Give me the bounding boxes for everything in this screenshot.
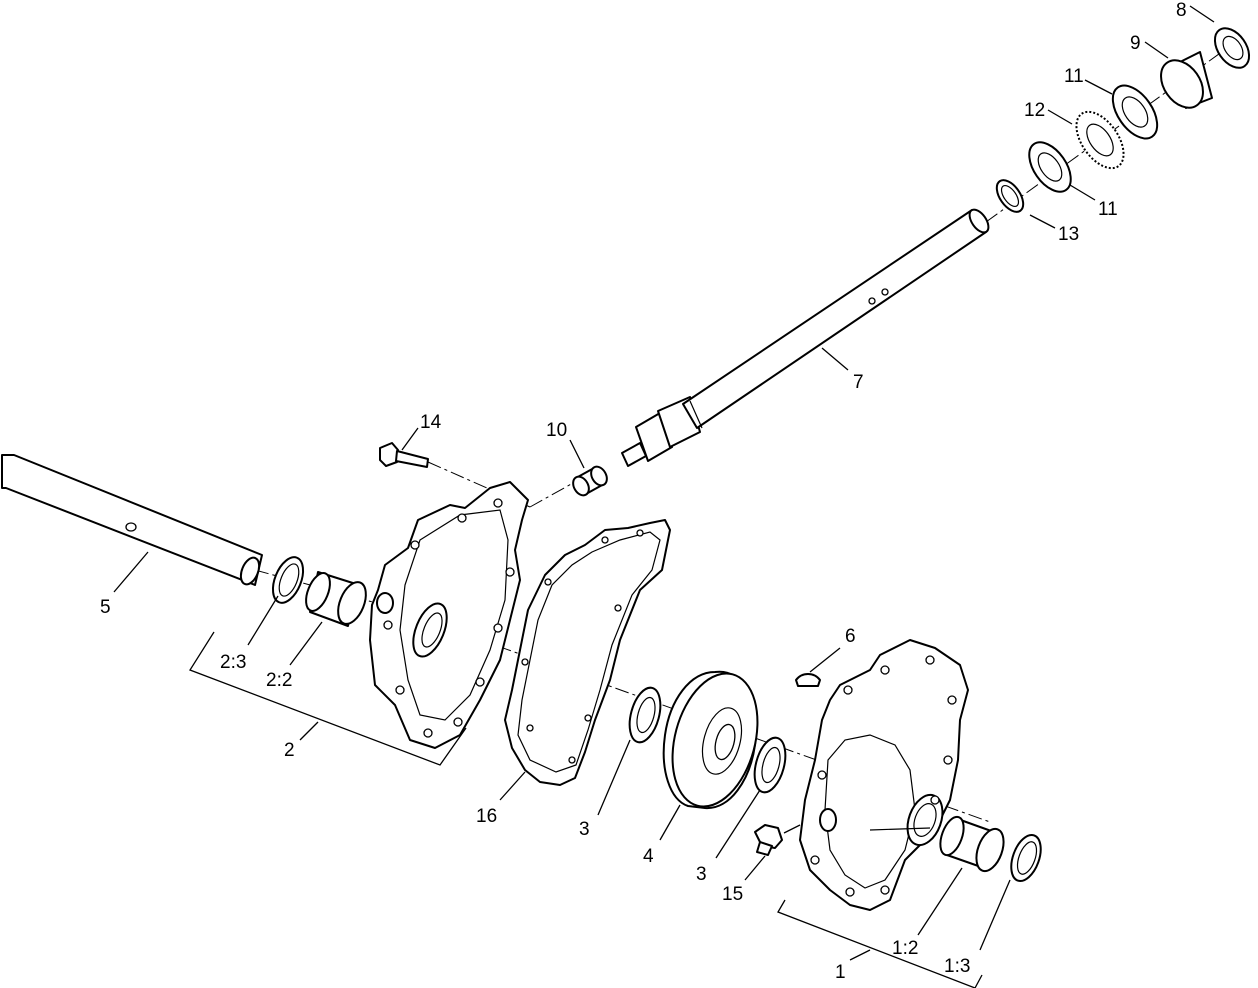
washer-part-11-lower [1028, 141, 1072, 193]
callout-9: 9 [1130, 33, 1141, 54]
gasket-part-16 [504, 519, 671, 786]
seal-part-1-3 [1010, 834, 1042, 882]
bushing-part-10 [572, 465, 608, 497]
callout-3-right: 3 [696, 864, 707, 885]
gear-case-cover-part-1 [799, 639, 969, 911]
callout-11-lower: 11 [1098, 199, 1118, 220]
bushing-part-9 [1160, 51, 1213, 109]
snap-ring-part-13 [995, 179, 1025, 213]
callout-8: 8 [1176, 0, 1187, 21]
callout-15: 15 [722, 884, 743, 905]
thrust-bearing-part-12 [1075, 110, 1125, 170]
callout-2: 2 [284, 740, 295, 761]
washer-part-11-upper [1111, 84, 1159, 140]
callout-5: 5 [100, 597, 111, 618]
callout-2-3: 2:3 [220, 652, 246, 673]
key-part-6 [795, 673, 821, 687]
gear-case-part-2 [369, 481, 529, 749]
plug-part-15 [754, 824, 783, 856]
callout-1-3: 1:3 [944, 956, 970, 977]
callout-1-2: 1:2 [892, 938, 918, 959]
callout-1: 1 [835, 962, 846, 983]
callout-11-upper: 11 [1064, 66, 1084, 87]
callout-labels: 8 9 11 12 11 13 7 14 10 5 2:3 2:2 2 16 3… [100, 0, 1187, 983]
shaft-part-7 [621, 208, 990, 467]
callout-13: 13 [1058, 224, 1079, 245]
seal-part-2-3 [271, 556, 305, 604]
callout-3-left: 3 [579, 819, 590, 840]
shaft-part-5 [1, 454, 263, 586]
callout-10: 10 [546, 420, 567, 441]
leader-lines [113, 5, 1215, 988]
washer-part-3-right [753, 736, 787, 794]
bearing-part-2-2 [305, 571, 367, 627]
callout-7: 7 [853, 372, 864, 393]
seal-part-8 [1213, 27, 1251, 69]
callout-4: 4 [643, 846, 654, 867]
callout-14: 14 [420, 412, 442, 433]
callout-16: 16 [476, 806, 497, 827]
callout-12: 12 [1024, 100, 1045, 121]
washer-part-3-left [628, 686, 662, 744]
callout-6: 6 [845, 626, 856, 647]
callout-2-2: 2:2 [266, 670, 292, 691]
gear-part-4 [662, 670, 759, 810]
bearing-part-1-2 [939, 815, 1005, 873]
bolt-part-14 [379, 442, 429, 468]
